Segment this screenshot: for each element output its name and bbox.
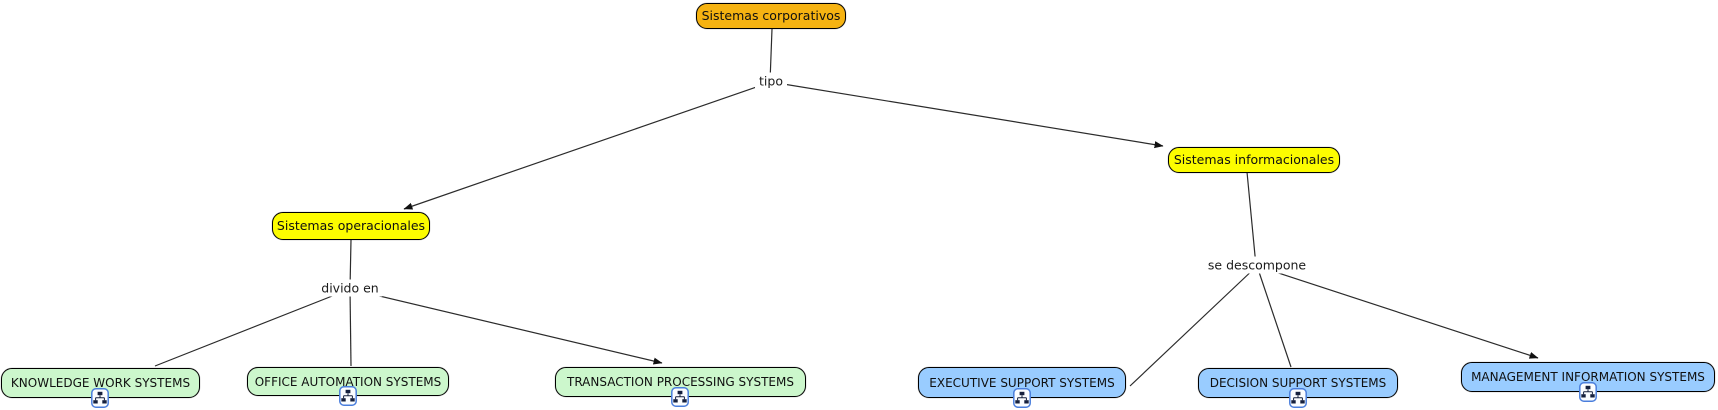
cmap-resource-icon[interactable] <box>1289 388 1307 408</box>
link-label-tipo[interactable]: tipo <box>755 72 787 90</box>
sitemap-glyph-icon <box>339 386 357 406</box>
edge-informacionales-to-se-descompone[interactable] <box>1246 171 1257 267</box>
sitemap-glyph-icon <box>91 388 109 408</box>
edge-divido-en-to-office-automation[interactable] <box>349 288 352 367</box>
sitemap-glyph-icon <box>1013 388 1031 408</box>
edge-divido-en-to-transaction-processing[interactable] <box>349 288 663 365</box>
sitemap-glyph-icon <box>1289 388 1307 408</box>
edge-tipo-to-operacionales[interactable] <box>403 81 772 210</box>
edge-se-descompone-to-management-information[interactable] <box>1256 265 1539 359</box>
sitemap-glyph-icon <box>671 387 689 407</box>
cmap-resource-icon[interactable] <box>339 386 357 406</box>
sitemap-glyph-icon <box>1579 382 1597 402</box>
concept-sistemas-operacionales[interactable]: Sistemas operacionales <box>272 212 430 240</box>
cmap-resource-icon[interactable] <box>91 388 109 408</box>
edge-tipo-to-informacionales[interactable] <box>770 81 1164 149</box>
concept-knowledge-work-systems[interactable]: KNOWLEDGE WORK SYSTEMS <box>1 368 200 398</box>
edge-divido-en-to-knowledge-work[interactable] <box>154 288 351 367</box>
cmap-resource-icon[interactable] <box>1013 388 1031 408</box>
edge-se-descompone-to-executive-support[interactable] <box>1129 265 1258 387</box>
cmap-resource-icon[interactable] <box>671 387 689 407</box>
link-label-se-descompone[interactable]: se descompone <box>1203 256 1311 274</box>
concept-sistemas-informacionales[interactable]: Sistemas informacionales <box>1168 147 1340 173</box>
cmap-resource-icon[interactable] <box>1579 382 1597 402</box>
link-label-divido-en[interactable]: divido en <box>317 279 383 297</box>
edge-se-descompone-to-decision-support[interactable] <box>1256 265 1292 368</box>
concept-sistemas-corporativos[interactable]: Sistemas corporativos <box>696 3 846 29</box>
